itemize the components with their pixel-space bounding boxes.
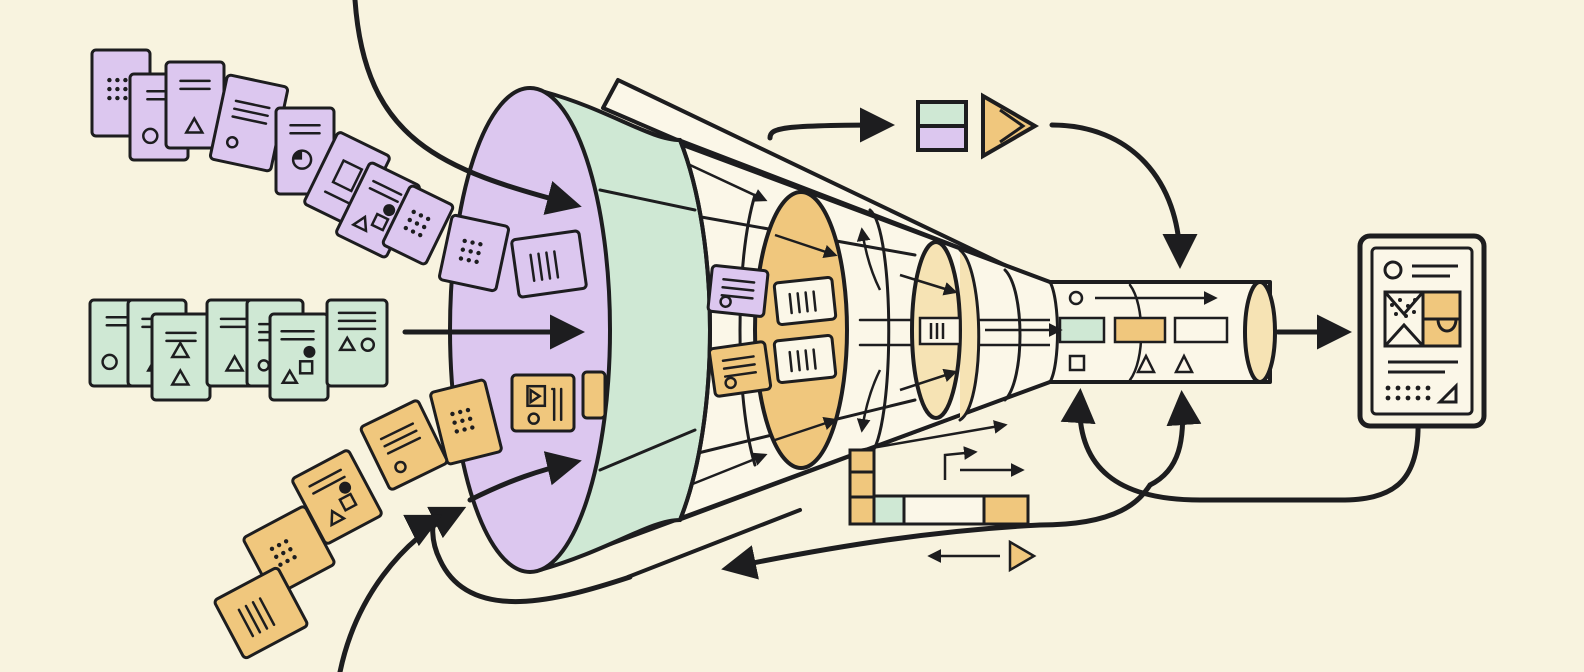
arrow-icon [689, 163, 768, 202]
document-card [706, 264, 770, 318]
document-card [325, 298, 389, 388]
document-card [438, 213, 510, 293]
document-card [429, 378, 503, 466]
circle-icon [1423, 317, 1460, 333]
document-card [150, 312, 212, 402]
arrow-icon [899, 368, 958, 392]
document-card [268, 312, 330, 402]
tube-end [1243, 280, 1277, 384]
top-intake-arrow [352, 0, 582, 215]
return-arrow [721, 522, 1043, 580]
document-card [510, 373, 576, 433]
bottom-stack [848, 448, 1037, 573]
document-card [164, 60, 226, 150]
ring-4 [868, 208, 891, 457]
document-card [510, 229, 588, 299]
document-card [772, 275, 838, 327]
arrow-icon [774, 416, 838, 442]
arrow-icon [943, 446, 978, 480]
document-card [581, 370, 607, 420]
feedback-arrow-right [1147, 390, 1202, 488]
loop-arrow [403, 514, 633, 604]
arrow-icon [689, 452, 768, 487]
top-side-arrow [767, 107, 895, 143]
square-icon [916, 100, 968, 128]
curve-down-arrow [1049, 122, 1198, 269]
arrow-icon [856, 369, 882, 433]
lower-funnel-edge [626, 508, 802, 579]
document-card [707, 340, 773, 398]
feedback-arrow-left [1060, 388, 1421, 503]
document-card [359, 399, 449, 491]
arrow-icon [856, 227, 882, 291]
document-cards [88, 48, 838, 660]
document-card [213, 566, 309, 660]
top-output-icons [916, 92, 1040, 160]
flow-arrows-outer [337, 0, 1421, 672]
arrow-icon [774, 233, 838, 259]
arrow-icon [899, 273, 958, 296]
ring-5 [958, 248, 981, 422]
flow-arrows-inner [689, 163, 1063, 487]
bottom-intake-arrow [337, 506, 467, 672]
stage-2-ring [753, 190, 849, 470]
triangle-icon [981, 92, 1040, 160]
document-card [381, 184, 455, 266]
final-report-card [1357, 233, 1487, 429]
orange-intake-arrow [467, 451, 582, 503]
triangle-icon [1008, 539, 1037, 573]
tube-contents [918, 290, 1229, 374]
triangle-icon [1436, 382, 1458, 404]
document-card [772, 333, 838, 385]
arrow-icon [859, 420, 1008, 452]
